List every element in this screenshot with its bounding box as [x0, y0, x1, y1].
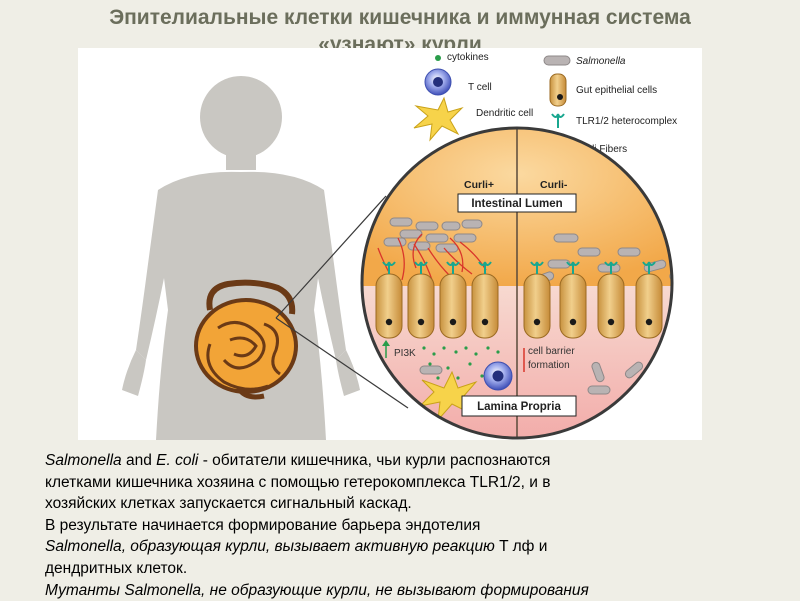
lamina-propria-label: Lamina Propria [477, 401, 561, 413]
gut-epithelial-cell-icon [549, 73, 567, 107]
caption-line-7: Мутанты Salmonella, не образующие курли,… [45, 581, 589, 599]
caption-line-4: В результате начинается формирование бар… [45, 516, 481, 534]
lamina-propria-box [461, 395, 577, 417]
epithelial-cell [559, 273, 587, 339]
title-line-1: Эпителиальные клетки кишечника и иммунна… [109, 6, 691, 29]
cytokine-dot-icon [435, 55, 441, 61]
caption-line-6: дендритных клеток. [45, 559, 188, 577]
legend-cytokines-label: cytokines [447, 52, 489, 63]
salmonella-icon [543, 55, 571, 66]
epithelial-cell [523, 273, 551, 339]
cell-barrier-label-1: cell barrier [528, 346, 575, 357]
figure-panel: cytokines T cell Dendritic cell Salmonel… [78, 48, 702, 440]
epithelial-cell [439, 273, 467, 339]
tlr-heterocomplex-icon [551, 113, 565, 128]
caption-line-1: Salmonella and E. coli - обитатели кишеч… [45, 452, 551, 469]
epithelial-cell [407, 273, 435, 339]
epithelial-cell [635, 273, 663, 339]
curli-recognition-diagram: cytokines T cell Dendritic cell Salmonel… [122, 52, 677, 440]
legend-curli-fibers-label: Curli Fibers [576, 144, 627, 155]
intestinal-lumen-label: Intestinal Lumen [471, 198, 562, 210]
caption-text: Salmonella and E. coli - обитатели кишеч… [45, 450, 765, 601]
curli-minus-label: Curli- [540, 179, 568, 191]
legend-salmonella-label: Salmonella [576, 56, 626, 67]
caption-line-2: клетками кишечника хозяина с помощью гет… [45, 473, 551, 491]
salmonella-scattered-curli-minus [533, 233, 672, 395]
caption-line-5: Salmonella, образующая курли, вызывает а… [45, 538, 548, 556]
pi3k-label: PI3K [394, 348, 416, 359]
pi3k-arrow [382, 340, 390, 358]
caption-line-3: хозяйских клетках запускается сигнальный… [45, 495, 412, 513]
dendritic-cell-icon [413, 96, 464, 142]
epithelial-cell [375, 273, 403, 339]
curli-plus-label: Curli+ [464, 179, 494, 191]
cell-barrier-label-2: formation [528, 360, 570, 371]
intestine-icon [194, 279, 298, 400]
curli-fibers-cluster [377, 233, 487, 281]
epithelial-cell [471, 273, 499, 339]
salmonella-cluster-curli-plus [383, 217, 483, 253]
zoom-connector-lines [275, 195, 409, 409]
intestinal-lumen-box [457, 193, 577, 213]
legend: cytokines T cell Dendritic cell Salmonel… [413, 52, 677, 156]
magnified-circle-outline [360, 126, 674, 440]
legend-t-cell-label: T cell [468, 82, 492, 93]
legend-tlr-label: TLR1/2 heterocomplex [576, 116, 677, 127]
legend-gut-epithelial-label: Gut epithelial cells [576, 85, 657, 96]
tlr-receptor-row [382, 261, 656, 274]
legend-dendritic-cell-label: Dendritic cell [476, 108, 533, 119]
epithelial-cell [597, 273, 625, 339]
